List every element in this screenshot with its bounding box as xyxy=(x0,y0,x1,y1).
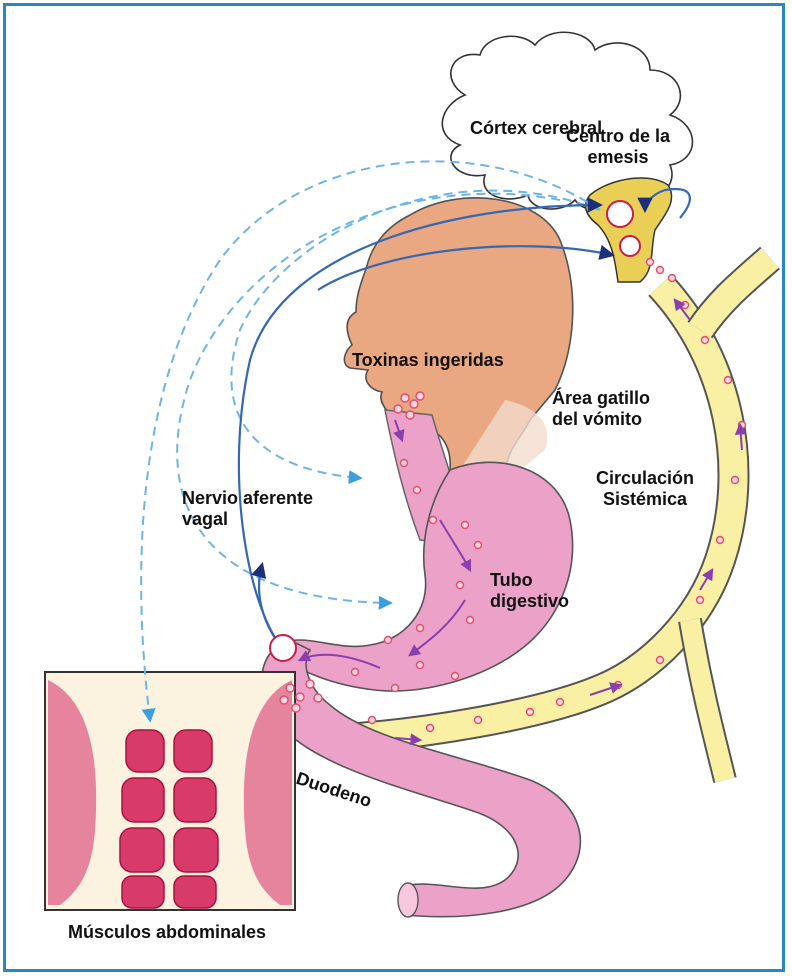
duodenum-opening xyxy=(398,883,418,917)
emesis-center-label: Centro de la emesis xyxy=(548,126,688,168)
emesis-center-receptor xyxy=(607,201,633,227)
digestive-tube-label: Tubo digestivo xyxy=(490,570,569,612)
systemic-circulation-label: Circulación Sistémica xyxy=(575,468,715,510)
trigger-area-receptor xyxy=(620,236,640,256)
vagal-receptor xyxy=(270,635,296,661)
toxins-label: Toxinas ingeridas xyxy=(352,350,504,371)
vagal-nerve-label: Nervio aferente vagal xyxy=(182,488,313,530)
trigger-area-label: Área gatillo del vómito xyxy=(552,388,650,430)
abdominal-muscles-label: Músculos abdominales xyxy=(68,922,266,943)
